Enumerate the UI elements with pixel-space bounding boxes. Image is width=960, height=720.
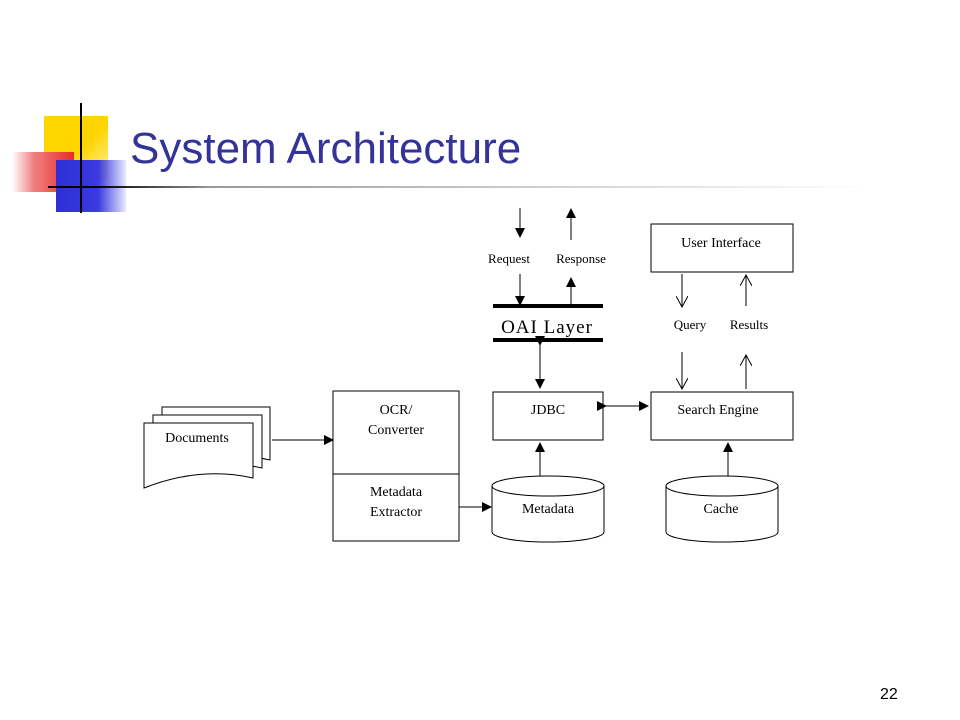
jdbc-label: JDBC: [531, 403, 565, 418]
decorative-vertical-rule: [80, 103, 82, 213]
search-engine-box: Search Engine: [650, 391, 794, 441]
documents-label: Documents: [165, 431, 229, 446]
extractor-label-extractor: Extractor: [370, 505, 422, 520]
title-underline: [48, 186, 868, 188]
search-engine-label: Search Engine: [677, 403, 758, 418]
results-label: Results: [730, 317, 768, 332]
cache-label: Cache: [704, 502, 739, 517]
metadata-database: Metadata: [491, 475, 605, 543]
ocr-label: OCR/: [380, 403, 413, 418]
query-label: Query: [674, 317, 707, 332]
extractor-label-metadata: Metadata: [370, 485, 423, 500]
metadata-db-label: Metadata: [522, 502, 575, 517]
user-interface-label: User Interface: [681, 236, 761, 251]
request-label: Request: [488, 251, 530, 266]
ocr-extractor-box: OCR/ Converter Metadata Extractor: [332, 390, 460, 542]
documents-stack: Documents: [143, 406, 271, 489]
slide-number: 22: [880, 686, 898, 703]
response-label: Response: [556, 251, 606, 266]
cache-database: Cache: [665, 475, 779, 543]
converter-label: Converter: [368, 423, 424, 438]
slide-title: System Architecture: [130, 124, 522, 173]
oai-layer-label: OAI Layer: [501, 317, 593, 338]
user-interface-box: User Interface: [650, 223, 794, 273]
jdbc-box: JDBC: [492, 391, 604, 441]
oai-layer: OAI Layer: [493, 304, 603, 342]
